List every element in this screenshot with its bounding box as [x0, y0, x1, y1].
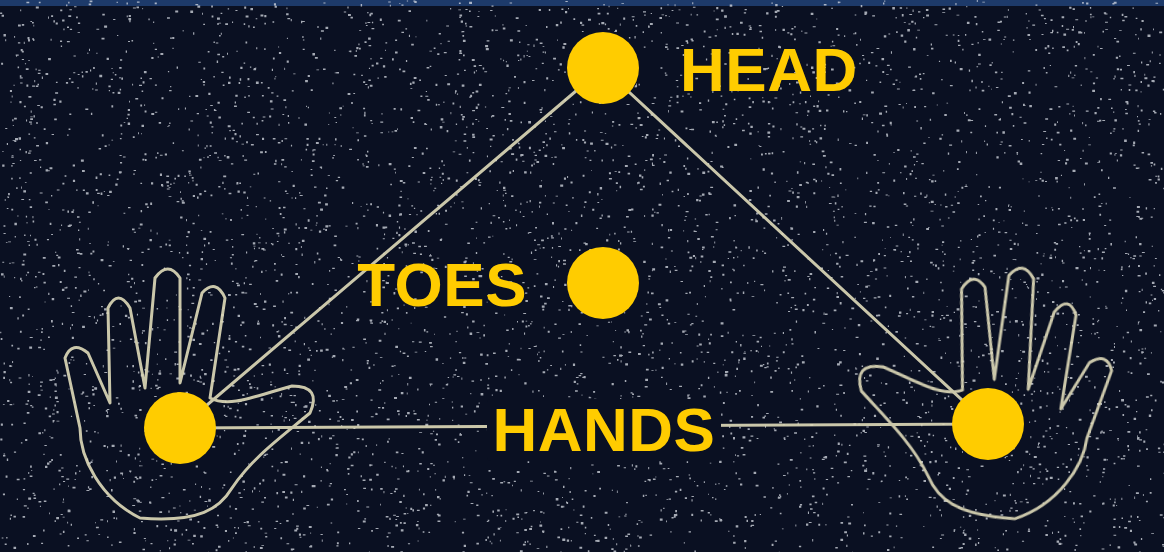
marker-dots	[144, 32, 1024, 464]
floor-edge	[0, 0, 1164, 6]
hands-label: HANDS	[487, 399, 722, 461]
chalk-drawing	[65, 68, 1124, 530]
label-holder: HANDS	[487, 399, 722, 461]
left-hand-dot	[144, 392, 216, 464]
label-holder: HEAD	[680, 39, 858, 101]
chalk-triangle	[180, 68, 988, 428]
head-dot	[567, 32, 639, 104]
toes-label: TOES	[357, 254, 527, 316]
head-label: HEAD	[680, 39, 858, 101]
left-hand-outline	[65, 269, 313, 519]
label-holder: TOES	[357, 254, 527, 316]
right-hand-outline	[843, 248, 1124, 530]
toes-dot	[567, 247, 639, 319]
right-hand-dot	[952, 388, 1024, 460]
